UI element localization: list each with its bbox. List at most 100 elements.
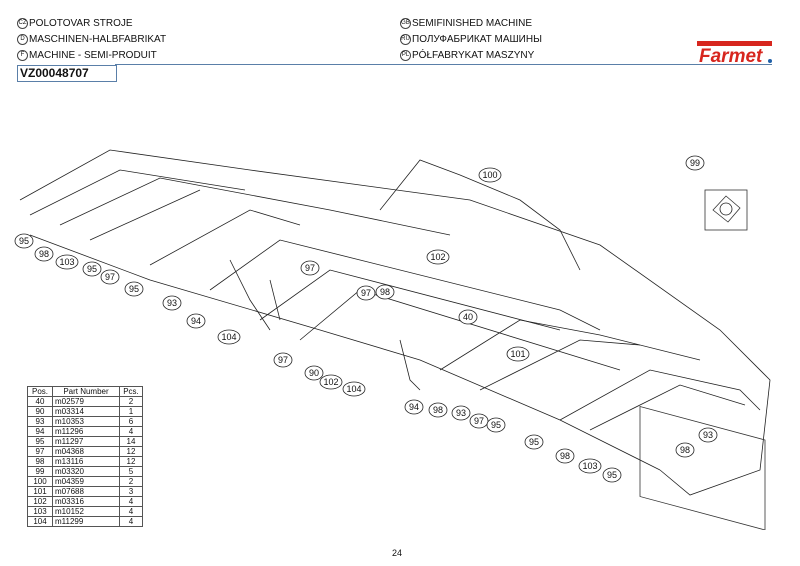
callout-bubble: 93 xyxy=(698,427,718,443)
pcs-cell: 4 xyxy=(119,426,143,437)
callout-label: 98 xyxy=(380,287,390,297)
title-text: SEMIFINISHED MACHINE xyxy=(412,18,533,30)
pos-cell: 100 xyxy=(27,476,53,487)
pos-cell: 98 xyxy=(27,456,53,467)
callout-bubble: 97 xyxy=(100,269,120,285)
callout-bubble: 93 xyxy=(162,295,182,311)
title-text: PÓŁFABRYKAT MASZYNY xyxy=(412,50,535,62)
callout-bubble: 98 xyxy=(555,448,575,464)
farmet-logo: Farmet xyxy=(697,41,772,64)
callout-bubble: 98 xyxy=(34,246,54,262)
callout-bubble: 95 xyxy=(602,467,622,483)
callout-bubble: 98 xyxy=(675,442,695,458)
pos-cell: 97 xyxy=(27,446,53,457)
callout-label: 95 xyxy=(607,470,617,480)
pcs-cell: 14 xyxy=(119,436,143,447)
pos-cell: 94 xyxy=(27,426,53,437)
pcs-cell: 12 xyxy=(119,456,143,467)
callout-label: 103 xyxy=(582,461,597,471)
pcs-cell: 3 xyxy=(119,486,143,497)
callout-label: 97 xyxy=(474,416,484,426)
flag-cz-icon: CZ xyxy=(17,18,28,29)
svg-text:Farmet: Farmet xyxy=(699,46,763,64)
header-divider xyxy=(115,64,772,65)
callout-bubble: 101 xyxy=(506,346,530,362)
part-number-cell: m11296 xyxy=(52,426,120,437)
pos-cell: 99 xyxy=(27,466,53,477)
title-text: MASCHINEN-HALBFABRIKAT xyxy=(29,34,167,46)
callout-label: 102 xyxy=(323,377,338,387)
callout-label: 99 xyxy=(690,158,700,168)
pcs-cell: 6 xyxy=(119,416,143,427)
part-number-cell: m11297 xyxy=(52,436,120,447)
flag-pl-icon: PL xyxy=(400,50,411,61)
pcs-cell: 5 xyxy=(119,466,143,477)
part-number-cell: m07688 xyxy=(52,486,120,497)
pos-cell: 93 xyxy=(27,416,53,427)
callout-bubble: 99 xyxy=(685,155,705,171)
pcs-cell: 4 xyxy=(119,506,143,517)
pcs-cell: 2 xyxy=(119,396,143,407)
callout-label: 98 xyxy=(433,405,443,415)
callout-label: 97 xyxy=(305,263,315,273)
callout-bubble: 100 xyxy=(478,167,502,183)
flag-d-icon: D xyxy=(17,34,28,45)
callout-bubble: 102 xyxy=(426,249,450,265)
callout-label: 98 xyxy=(680,445,690,455)
callout-bubble: 94 xyxy=(186,313,206,329)
callout-label: 97 xyxy=(105,272,115,282)
callout-bubble: 95 xyxy=(124,281,144,297)
callout-bubble: 95 xyxy=(524,434,544,450)
callout-label: 95 xyxy=(19,236,29,246)
callout-bubble: 97 xyxy=(356,285,376,301)
callout-label: 97 xyxy=(361,288,371,298)
page-number: 24 xyxy=(392,548,403,558)
pcs-cell: 4 xyxy=(119,496,143,507)
col-pos: Pos. xyxy=(27,386,53,397)
callout-label: 98 xyxy=(39,249,49,259)
pcs-cell: 1 xyxy=(119,406,143,417)
flag-gb-icon: GB xyxy=(400,18,411,29)
pos-cell: 40 xyxy=(27,396,53,407)
callout-label: 103 xyxy=(59,257,74,267)
title-text: MACHINE - SEMI-PRODUIT xyxy=(29,50,157,62)
callout-label: 95 xyxy=(129,284,139,294)
flag-ru-icon: RU xyxy=(400,34,411,45)
pos-cell: 103 xyxy=(27,506,53,517)
callout-bubble: 93 xyxy=(451,405,471,421)
pcs-cell: 4 xyxy=(119,516,143,527)
callout-bubble: 40 xyxy=(458,309,478,325)
callout-bubble: 98 xyxy=(428,402,448,418)
callout-label: 90 xyxy=(309,368,319,378)
pos-cell: 101 xyxy=(27,486,53,497)
callout-label: 94 xyxy=(191,316,201,326)
callout-label: 101 xyxy=(510,349,525,359)
callout-bubble: 102 xyxy=(319,374,343,390)
part-number-cell: m11299 xyxy=(52,516,120,527)
callout-bubble: 103 xyxy=(578,458,602,474)
col-pcs: Pcs. xyxy=(119,386,143,397)
callout-bubble: 104 xyxy=(217,329,241,345)
callout-label: 95 xyxy=(87,264,97,274)
callout-bubble: 97 xyxy=(273,352,293,368)
part-number-cell: m03320 xyxy=(52,466,120,477)
callout-bubble: 97 xyxy=(469,413,489,429)
callout-label: 95 xyxy=(491,420,501,430)
callout-label: 93 xyxy=(167,298,177,308)
col-part-number: Part Number xyxy=(52,386,120,397)
callout-bubble: 104 xyxy=(342,381,366,397)
callout-bubble: 103 xyxy=(55,254,79,270)
callout-label: 97 xyxy=(278,355,288,365)
